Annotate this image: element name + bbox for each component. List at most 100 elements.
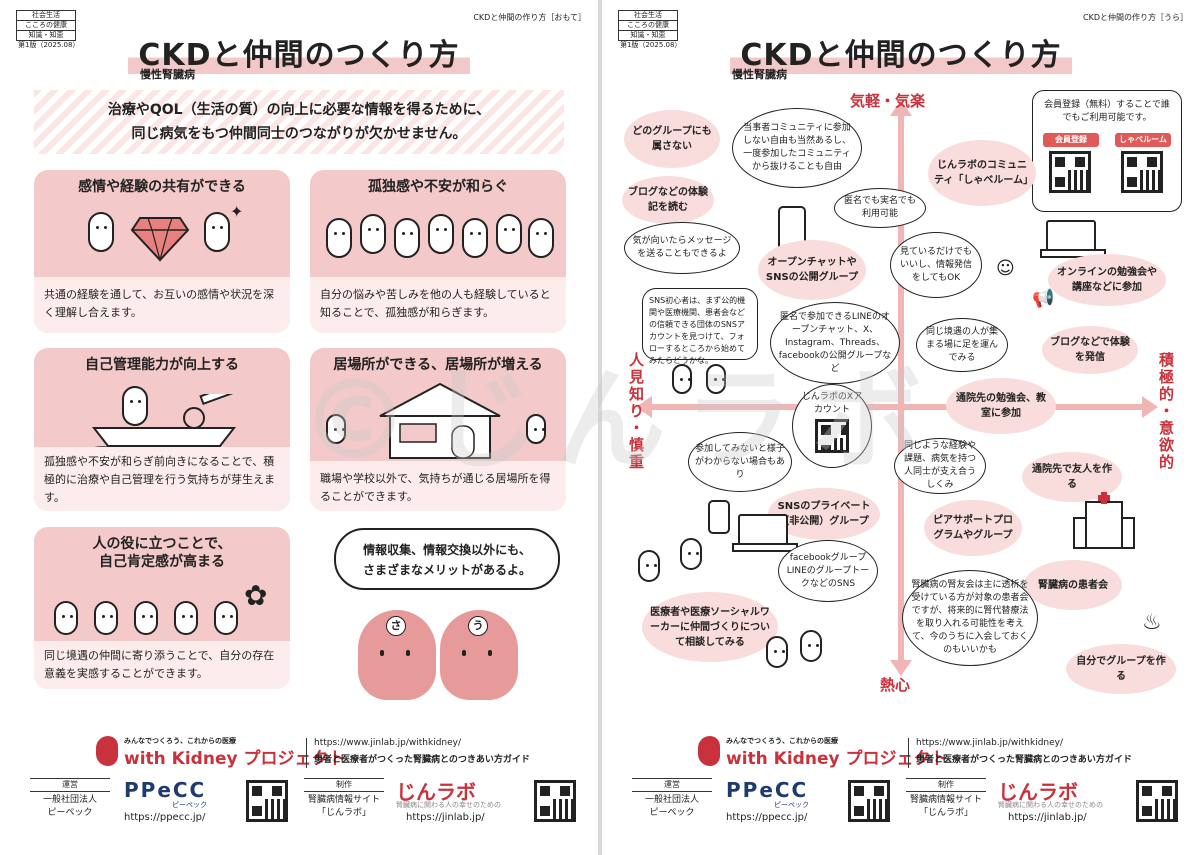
- ppecc-url-link[interactable]: https://ppecc.jp/: [726, 812, 808, 823]
- option-consult-staff: 医療者や医療ソーシャルワーカーに仲間づくりについて相談してみる: [642, 592, 778, 662]
- producer-name-line: 腎臓病情報サイト: [909, 795, 982, 805]
- bean-character: [462, 218, 488, 258]
- jinlab-x-qr-code[interactable]: [815, 419, 849, 453]
- jinlab-url-link[interactable]: https://jinlab.jp/: [1008, 812, 1087, 823]
- page-subtitle: 慢性腎臓病: [732, 68, 787, 81]
- operator-name-line: 一般社団法人: [42, 795, 97, 805]
- jinlab-qr-code[interactable]: [1136, 780, 1178, 822]
- kidney-tag: さ: [386, 616, 406, 636]
- bubble-patient-association: 腎臓病の腎友会は主に透析を受けている方が対象の患者会ですが、将来的に腎代替療法を…: [902, 570, 1038, 666]
- intro-line: 同じ病気をもつ仲間同士のつながりが欠かせません。: [131, 126, 467, 142]
- kidney-character-right: う: [440, 610, 518, 700]
- jinlab-url-link[interactable]: https://jinlab.jp/: [406, 812, 485, 823]
- shaberoom-qr-code[interactable]: [1121, 151, 1163, 193]
- footer-url-link[interactable]: https://www.jinlab.jp/withkidney/: [916, 738, 1064, 748]
- operator-label: 運営: [632, 778, 712, 792]
- ppecc-qr-code[interactable]: [848, 780, 890, 822]
- bean-character: [766, 636, 788, 668]
- bubble-freedom: 当事者コミュニティに参加しない自由も当然あるし、一度参加したコミュニティから抜け…: [732, 108, 862, 188]
- bean-character: [134, 601, 158, 635]
- bean-character: [174, 601, 198, 635]
- producer-name-line: 「じんラボ」: [316, 808, 371, 818]
- jinlab-qr-code[interactable]: [534, 780, 576, 822]
- ppecc-qr-code[interactable]: [246, 780, 288, 822]
- card-title: 居場所ができる、居場所が増える: [333, 357, 543, 373]
- kidney-face: [462, 650, 466, 656]
- jinlab-x-label: じんラボのXアカウント: [801, 392, 863, 415]
- card-title-line: 人の役に立つことで、: [92, 536, 232, 552]
- option-blog-post: ブログなどで体験を発信: [1042, 326, 1138, 374]
- operator-label: 運営: [30, 778, 110, 792]
- bean-character: [88, 212, 114, 252]
- category-box: 社会生活 こころの健康 知識・知恵: [618, 10, 678, 41]
- card-body: 同じ境遇の仲間に寄り添うことで、自分の存在意義を実感することができます。: [34, 641, 290, 689]
- laptop-icon: [732, 514, 798, 552]
- beans-diamond-illustration: ✦: [44, 202, 280, 282]
- bubble-just-watch: 見ているだけでもいいし、情報発信をしてもOK: [890, 232, 982, 298]
- jinlab-logo: じんラボ: [396, 780, 476, 804]
- vertical-axis: [898, 110, 904, 662]
- option-create-group: 自分でグループを作る: [1066, 644, 1176, 694]
- bean-character: [360, 214, 386, 254]
- ppecc-logo-sub: ピーペック: [774, 801, 809, 809]
- operator-name-line: ピーペック: [649, 808, 695, 818]
- card-body: 共通の経験を通して、お互いの感情や状況を深く理解し合えます。: [34, 277, 290, 333]
- edition: 第1版（2025.08）: [18, 41, 80, 49]
- benefit-card-place: 居場所ができる、居場所が増える 職場や学校以外で、気持ちが通じる居場所を得ること…: [310, 348, 566, 511]
- shaberoom-button[interactable]: しゃベルーム: [1115, 133, 1171, 147]
- edition: 第1版（2025.08）: [620, 41, 682, 49]
- bean-character: [54, 601, 78, 635]
- ppecc-logo: PPeCC: [124, 778, 207, 802]
- card-title: 感情や経験の共有ができる: [78, 179, 246, 195]
- side-tag: CKDと仲間の作り方［おもて］: [473, 13, 586, 22]
- page-title: CKDと仲間のつくり方: [730, 30, 1072, 74]
- kidney-face: [380, 650, 384, 656]
- register-qr-code[interactable]: [1049, 151, 1091, 193]
- category-box: 社会生活 こころの健康 知識・知恵: [16, 10, 76, 41]
- house-illustration: [320, 380, 556, 460]
- kidney-logo-icon: [698, 736, 720, 766]
- option-clinic-seminar: 通院先の勉強会、教室に参加: [946, 378, 1056, 434]
- arrow-right-icon: [1142, 396, 1158, 418]
- footer: みんなでつくろう、これからの医療 with Kidney プロジェクト http…: [0, 728, 598, 855]
- bean-character: [204, 212, 230, 252]
- bean-group-illustration: [320, 202, 556, 282]
- bubble-private-sns: facebookグループLINEのグループトークなどのSNS: [778, 540, 878, 602]
- fire-icon: ♨: [1142, 610, 1162, 635]
- footer: みんなでつくろう、これからの医療 with Kidney プロジェクト http…: [602, 728, 1200, 855]
- producer-label: 制作: [304, 778, 384, 792]
- bean-character: [122, 386, 148, 426]
- flower-icon: ✿: [244, 579, 268, 612]
- card-title-line: 自己肯定感が高まる: [99, 554, 225, 570]
- benefit-card-selfcare: 自己管理能力が向上する 孤独感や不安が和らぎ前向きになることで、積極的に治療や自…: [34, 348, 290, 511]
- jinlab-logo-sub: 腎臓病に関わる人の幸せのための: [396, 801, 501, 809]
- producer-name: 腎臓病情報サイト 「じんラボ」: [901, 794, 991, 820]
- option-peer-program: ピアサポートプログラムやグループ: [924, 500, 1022, 556]
- footer-desc: 患者と医療者がつくった腎臓病とのつきあい方ガイド: [916, 755, 1132, 765]
- ppecc-url-link[interactable]: https://ppecc.jp/: [124, 812, 206, 823]
- axis-label-right: 積極的・意欲的: [1157, 352, 1175, 471]
- bean-character: [526, 414, 546, 444]
- bean-character: [326, 218, 352, 258]
- sparkle-icon: ✦: [230, 202, 244, 221]
- card-title: 孤独感や不安が和らぐ: [368, 179, 508, 195]
- footer-brand: with Kidney プロジェクト: [726, 749, 948, 769]
- member-register-button[interactable]: 会員登録: [1043, 133, 1099, 147]
- bean-character: [326, 414, 346, 444]
- card-body: 孤独感や不安が和らぎ前向きになることで、積極的に治療や自己管理を行う気持ちが芽生…: [34, 447, 290, 511]
- bubble-anonymous-sns: 匿名で参加できるLINEのオープンチャット、X、Instagram、Thread…: [770, 302, 900, 384]
- bean-character: [214, 601, 238, 635]
- option-read-blogs: ブログなどの体験記を読む: [622, 176, 714, 224]
- card-title: 人の役に立つことで、 自己肯定感が高まる: [34, 535, 290, 571]
- kidney-character-left: さ: [358, 610, 436, 700]
- category-mental: こころの健康: [17, 21, 75, 31]
- laptop-icon: [1040, 220, 1106, 258]
- operator-name-line: ピーペック: [47, 808, 93, 818]
- footer-url-link[interactable]: https://www.jinlab.jp/withkidney/: [314, 738, 462, 748]
- ppecc-logo: PPeCC: [726, 778, 809, 802]
- bean-character: [638, 550, 660, 582]
- bean-character: [680, 538, 702, 570]
- bean-character: [394, 218, 420, 258]
- producer-label: 制作: [906, 778, 986, 792]
- benefit-card-loneliness: 孤独感や不安が和らぐ 自分の悩みや苦しみを他の人も経験していると知ることで、孤独…: [310, 170, 566, 333]
